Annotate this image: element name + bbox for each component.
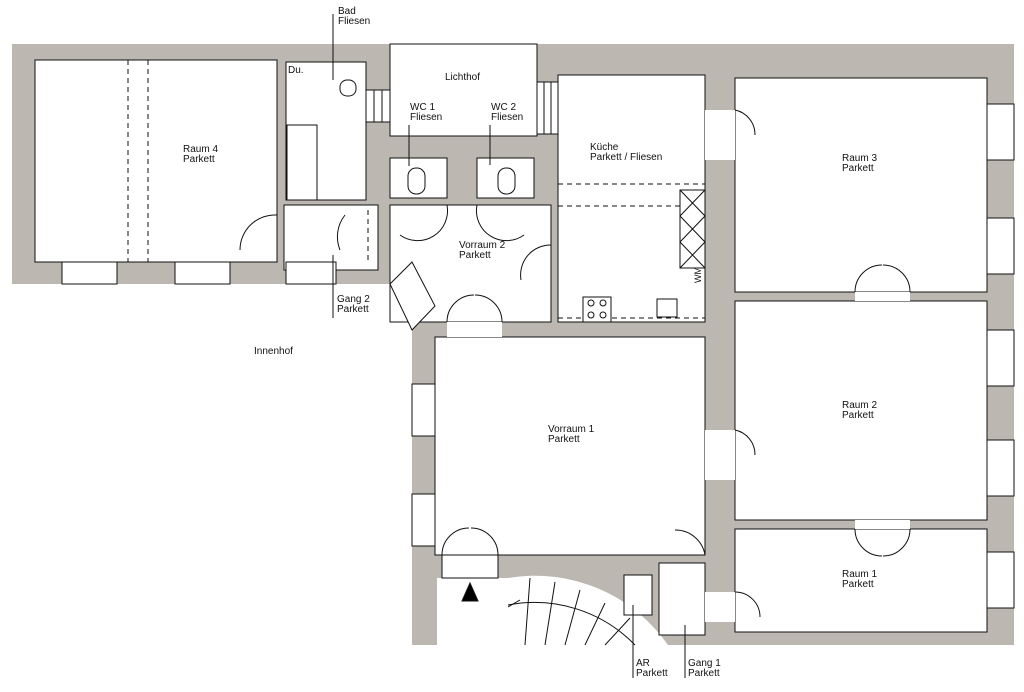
floor-type: Fliesen [410, 112, 443, 123]
label-lichthof: Lichthof [445, 73, 480, 83]
floor-type: Parkett [337, 304, 369, 315]
room-name: Raum 4 [183, 144, 219, 155]
toilet-icon [497, 167, 516, 195]
room-name: Vorraum 1 [548, 424, 595, 435]
floor-type: Parkett [183, 154, 215, 165]
label-innenhof: Innenhof [254, 347, 293, 357]
floor-type: Parkett [548, 434, 580, 445]
staircase [508, 575, 670, 648]
room-name: Gang 2 [337, 294, 370, 305]
entrance-arrow-icon [461, 581, 479, 602]
appliance-name: WM [693, 267, 703, 283]
room-name: Raum 1 [842, 569, 878, 580]
room-vorraum-1 [434, 336, 706, 556]
floor-type: Parkett / Fliesen [590, 152, 663, 163]
room-name: Raum 3 [842, 153, 878, 164]
room-raum-3 [734, 77, 988, 293]
floor-type: Parkett [459, 250, 491, 261]
room-ar [623, 574, 653, 616]
toilet-icon [407, 167, 426, 195]
room-name: Lichthof [445, 72, 481, 83]
room-gang-1 [658, 562, 706, 636]
dashed-lines [127, 60, 705, 319]
floor-type: Fliesen [338, 16, 371, 27]
floor-type: Parkett [842, 410, 874, 421]
door-swings [239, 109, 911, 618]
windows [61, 81, 1015, 609]
floor-type: Fliesen [491, 112, 524, 123]
floor-type: Parkett [842, 579, 874, 590]
floor-type: Parkett [688, 668, 720, 679]
room-name: Du. [288, 65, 304, 76]
room-name: Vorraum 2 [459, 240, 506, 251]
room-name: Bad [338, 6, 356, 17]
room-name: Gang 1 [688, 658, 721, 669]
area-name: Innenhof [254, 346, 293, 357]
floor-type: Parkett [636, 668, 668, 679]
label-wm: WM [693, 267, 703, 283]
room-name: Küche [590, 142, 619, 153]
leader-lines [332, 14, 686, 678]
label-du: Du. [288, 66, 304, 76]
room-raum-2 [734, 300, 988, 521]
entry-landing [441, 554, 499, 579]
room-name: WC 1 [410, 102, 435, 113]
floor-type: Parkett [842, 163, 874, 174]
room-name: Raum 2 [842, 400, 878, 411]
room-name: WC 2 [491, 102, 516, 113]
room-raum-4 [34, 59, 278, 263]
room-gang-2 [283, 204, 379, 271]
room-name: AR [636, 658, 650, 669]
stair-treads [507, 577, 636, 646]
